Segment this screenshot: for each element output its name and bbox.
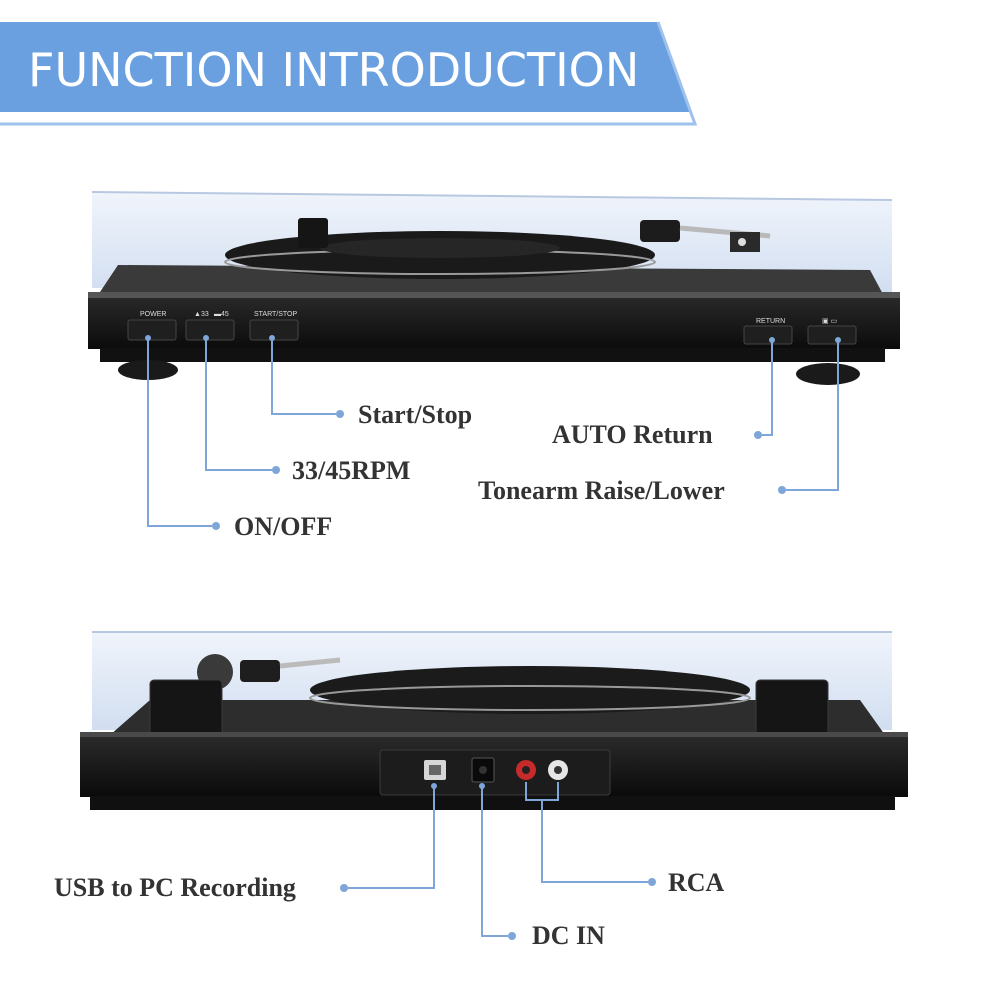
callout-tonearm: Tonearm Raise/Lower <box>478 476 725 505</box>
turntable-front-illustration <box>88 191 900 385</box>
return-button-label: RETURN <box>756 318 786 325</box>
turntable-front-view: POWER ▲33 ▬45 START/STOP RETURN ▣ ▭ <box>0 170 1000 410</box>
callout-rpm: 33/45RPM <box>292 456 411 485</box>
callout-on-off: ON/OFF <box>234 512 333 541</box>
speed-45-text: 45 <box>221 311 229 318</box>
speed-45-label: ▬45 <box>214 311 229 318</box>
power-button-label: POWER <box>140 311 167 318</box>
callout-usb: USB to PC Recording <box>54 873 296 902</box>
callout-rca: RCA <box>668 868 725 897</box>
banner-shape <box>0 21 698 126</box>
page-title: FUNCTION INTRODUCTION <box>28 43 640 97</box>
turntable-rear-view <box>0 610 1000 840</box>
speed-33-label: ▲33 <box>194 311 209 318</box>
callout-dc-in: DC IN <box>532 921 605 950</box>
turntable-rear-illustration <box>80 631 908 810</box>
header-banner: FUNCTION INTRODUCTION <box>0 0 1000 140</box>
speed-33-text: 33 <box>200 311 209 318</box>
tonearm-lift-icon: ▣ ▭ <box>822 318 838 325</box>
callout-start-stop: Start/Stop <box>358 400 473 429</box>
start-stop-button-label: START/STOP <box>254 311 298 318</box>
callout-auto-return: AUTO Return <box>552 420 713 449</box>
